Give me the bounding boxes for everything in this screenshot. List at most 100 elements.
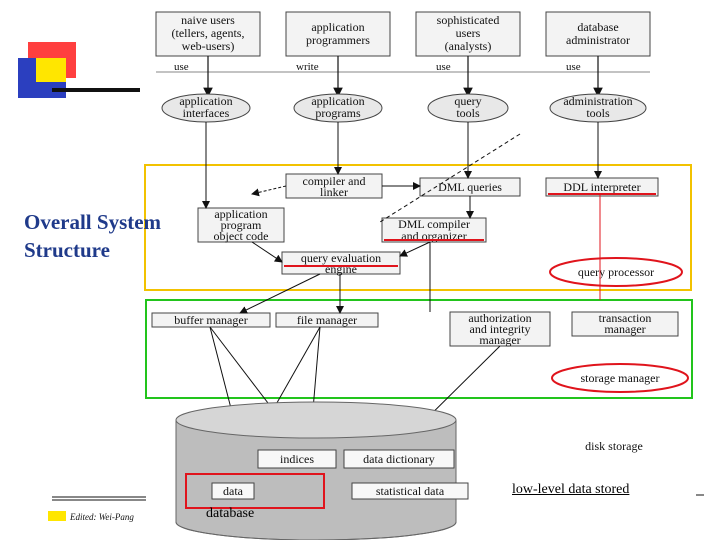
indices-box: [257, 449, 337, 469]
data-box: [211, 482, 255, 500]
sm-text: buffer manager: [174, 313, 247, 327]
qp-text: DML compiler: [398, 217, 470, 231]
qp-text: DDL interpreter: [563, 180, 640, 194]
qp-text: engine: [325, 262, 357, 276]
svg-text:query: query: [454, 94, 481, 108]
user-text: programmers: [306, 33, 370, 47]
svg-text:sophisticated: sophisticated: [437, 13, 500, 27]
user-text: users: [456, 26, 481, 40]
sm-text: transaction: [599, 311, 652, 325]
qp-text: compiler and: [303, 174, 366, 188]
sm-text: manager: [604, 322, 645, 336]
footer-swatch: [48, 511, 66, 521]
svg-text:authorization: authorization: [468, 311, 531, 325]
action-label: write: [296, 61, 319, 73]
disk-text: statistical data: [376, 484, 445, 498]
disk-storage-label: disk storage: [585, 439, 643, 453]
user-text: application: [311, 20, 364, 34]
svg-text:query evaluation: query evaluation: [301, 251, 381, 265]
user-text: (analysts): [445, 39, 492, 53]
action-label: use: [436, 61, 451, 73]
qp-text: program: [221, 218, 262, 232]
svg-text:application: application: [214, 207, 267, 221]
svg-text:users: users: [456, 26, 481, 40]
storage-manager-label: storage manager: [581, 371, 660, 385]
svg-text:application: application: [311, 20, 364, 34]
disk-text: data: [223, 484, 244, 498]
sm-text: authorization: [468, 311, 531, 325]
svg-text:tools: tools: [586, 106, 610, 120]
svg-text:(tellers, agents,: (tellers, agents,: [172, 26, 245, 40]
slide-title: Overall System Structure: [24, 208, 161, 264]
footer-edited: Edited: Wei-Pang: [70, 512, 134, 522]
storage-manager-region: [145, 299, 693, 399]
svg-text:DML compiler: DML compiler: [398, 217, 470, 231]
svg-text:manager: manager: [479, 333, 520, 347]
slide-title-line1: Overall System: [24, 210, 162, 234]
svg-text:application: application: [311, 94, 364, 108]
database-label: database: [206, 506, 255, 521]
file-manager-box: [275, 312, 379, 328]
tool-text: interfaces: [183, 106, 230, 120]
svg-text:database: database: [577, 20, 618, 34]
qp-text: application: [214, 207, 267, 221]
sm-text: and integrity: [470, 322, 531, 336]
qp-text: linker: [320, 185, 348, 199]
buffer-manager-box: [151, 312, 271, 328]
authorization-box: [449, 311, 551, 347]
svg-text:administrator: administrator: [566, 33, 630, 47]
tool-text: application: [179, 94, 232, 108]
svg-text:tools: tools: [456, 106, 480, 120]
sm-text: manager: [479, 333, 520, 347]
svg-text:programs: programs: [315, 106, 361, 120]
storage-manager-highlight: [551, 363, 689, 393]
qp-text: object code: [214, 229, 269, 243]
svg-text:interfaces: interfaces: [183, 106, 230, 120]
query-engine-box: [281, 251, 401, 275]
user-box-dba: [545, 11, 651, 57]
user-boxes: [155, 11, 651, 57]
data-highlight-box: [185, 473, 325, 509]
user-text: database: [577, 20, 618, 34]
svg-text:transaction: transaction: [599, 311, 652, 325]
disk-text: indices: [280, 452, 314, 466]
sm-text: file manager: [297, 313, 357, 327]
object-code-box: [197, 207, 285, 243]
svg-text:engine: engine: [325, 262, 357, 276]
svg-text:web-users): web-users): [182, 39, 235, 53]
action-label: use: [566, 61, 581, 73]
query-processor-highlight: [549, 257, 683, 287]
query-processor-region: [144, 164, 692, 291]
tool-text: administration: [563, 94, 632, 108]
svg-text:(analysts): (analysts): [445, 39, 492, 53]
svg-text:and integrity: and integrity: [470, 322, 531, 336]
svg-text:linker: linker: [320, 185, 348, 199]
svg-text:object code: object code: [214, 229, 269, 243]
decoration-squares: [18, 42, 140, 98]
action-label: use: [174, 61, 189, 73]
data-dictionary-box: [343, 449, 455, 469]
qp-text: query evaluation: [301, 251, 381, 265]
user-text: sophisticated: [437, 13, 500, 27]
ddl-interpreter-box: [545, 177, 659, 197]
tool-text: application: [311, 94, 364, 108]
user-box-programmers: [285, 11, 391, 57]
tool-text: query: [454, 94, 481, 108]
svg-text:administration: administration: [563, 94, 632, 108]
svg-text:manager: manager: [604, 322, 645, 336]
qp-text: DML queries: [438, 180, 502, 194]
disk-text: data dictionary: [363, 452, 435, 466]
tool-text: programs: [315, 106, 361, 120]
user-text: web-users): [182, 39, 235, 53]
user-text: (tellers, agents,: [172, 26, 245, 40]
svg-text:compiler and: compiler and: [303, 174, 366, 188]
svg-text:program: program: [221, 218, 262, 232]
svg-text:application: application: [179, 94, 232, 108]
svg-text:naive users: naive users: [181, 13, 235, 27]
transaction-box: [571, 311, 679, 337]
tool-text: tools: [586, 106, 610, 120]
low-level-data-label: low-level data stored: [512, 482, 630, 497]
compiler-linker-box: [285, 173, 383, 199]
dml-compiler-box: [381, 217, 487, 243]
